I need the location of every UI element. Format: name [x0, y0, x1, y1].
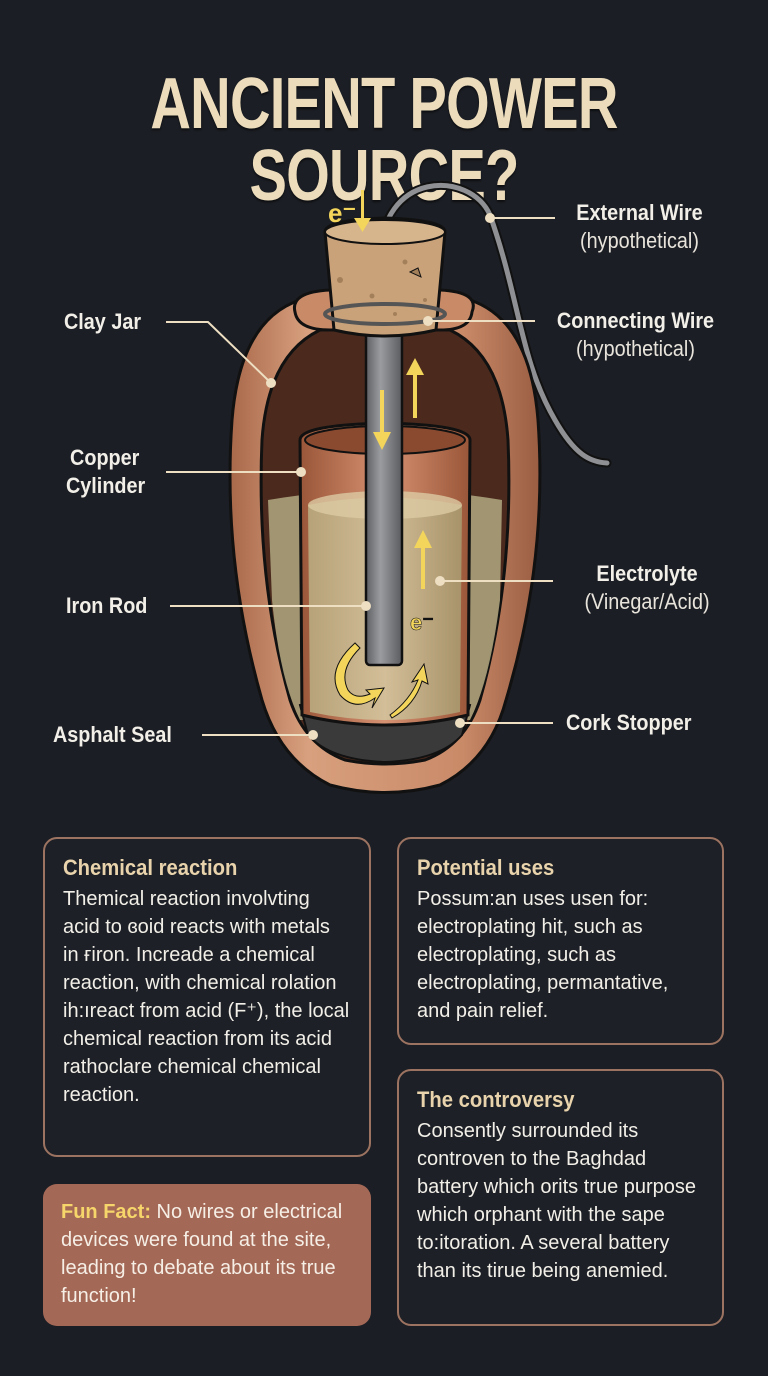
label-external-wire: External Wire (hypothetical) — [561, 199, 719, 255]
baghdad-battery-diagram: e⁻ e⁻ — [166, 181, 612, 794]
card-chemical-reaction: Chemical reaction Themical reaction invo… — [43, 837, 371, 1157]
electron-flow-arrows — [334, 190, 432, 719]
electron-symbol-top: e⁻ — [328, 198, 356, 228]
label-electrolyte-sub: (Vinegar/Acid) — [584, 589, 710, 614]
leader-lines — [166, 217, 555, 736]
label-external-wire-sub: (hypothetical) — [580, 228, 699, 253]
label-cork-stopper: Cork Stopper — [566, 710, 692, 735]
label-external-wire-title: External Wire — [576, 200, 703, 225]
label-copper-cylinder-line2: Cylinder — [66, 473, 146, 498]
label-electrolyte: Electrolyte (Vinegar/Acid) — [571, 560, 724, 616]
label-connecting-wire-sub: (hypothetical) — [576, 336, 695, 361]
electron-symbol-bottom: e⁻ — [410, 610, 434, 635]
label-copper-cylinder-line1: Copper — [70, 445, 140, 470]
page-title: ANCIENT POWER SOURCE? — [150, 64, 618, 216]
card-potential-uses: Potential uses Possum:an uses usen for: … — [397, 837, 724, 1045]
card-controversy: The controversy Consently surrounded its… — [397, 1069, 724, 1326]
label-connecting-wire: Connecting Wire (hypothetical) — [548, 307, 724, 363]
label-connecting-wire-title: Connecting Wire — [556, 308, 715, 333]
card-chemical-reaction-body: Themical reaction involvting acid to ɞoi… — [63, 888, 350, 1106]
label-electrolyte-title: Electrolyte — [596, 561, 698, 586]
leader-dots — [266, 213, 495, 740]
fun-fact-body: No wires or electrical devices were foun… — [61, 1201, 343, 1307]
iron-rod — [364, 328, 404, 667]
label-asphalt-seal: Asphalt Seal — [53, 722, 172, 747]
fun-fact-label: Fun Fact: — [61, 1201, 151, 1223]
fun-fact-box: Fun Fact: No wires or electrical devices… — [43, 1184, 371, 1326]
label-clay-jar: Clay Jar — [64, 309, 142, 334]
card-controversy-body: Consently surrounded its controven to th… — [417, 1120, 697, 1282]
label-copper-cylinder: Copper Cylinder — [66, 444, 146, 500]
card-potential-uses-body: Possum:an uses usen for: electroplating … — [417, 888, 669, 1022]
card-controversy-heading: The controversy — [417, 1087, 575, 1112]
card-potential-uses-heading: Potential uses — [417, 855, 555, 880]
label-iron-rod: Iron Rod — [66, 593, 148, 618]
card-chemical-reaction-heading: Chemical reaction — [63, 855, 238, 880]
